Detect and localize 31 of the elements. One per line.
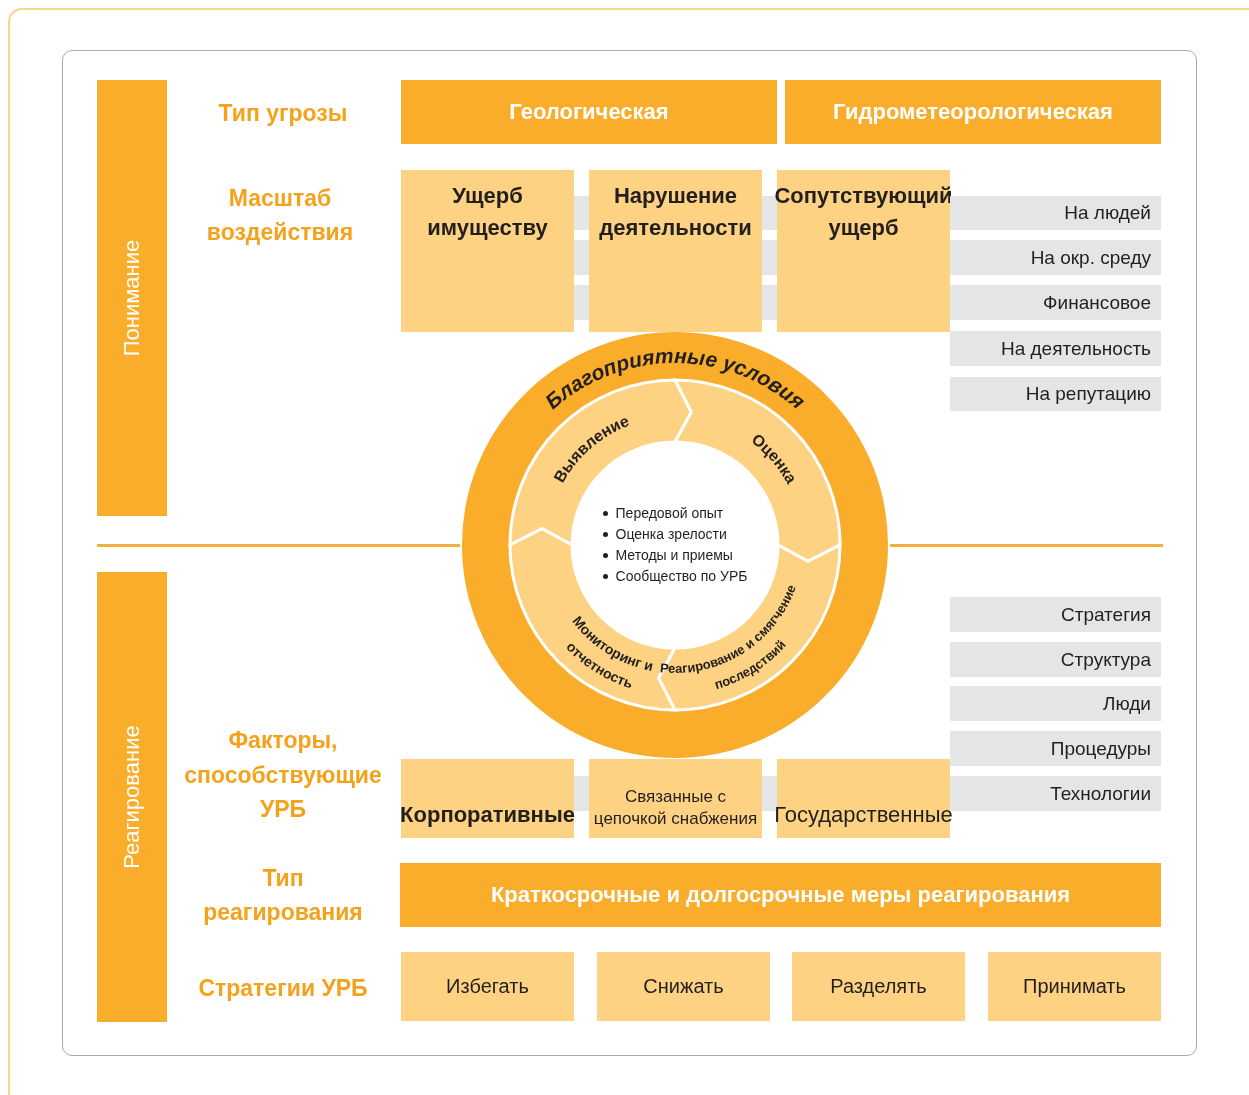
category-strip: Стратегия [950,597,1161,632]
category-strip: Структура [950,642,1161,677]
row-label: Масштаб воздействия [205,183,355,247]
category-column: Сопутствующий ущерб [777,170,950,332]
strategy-box: Разделять [792,952,965,1021]
category-column: Нарушение деятельности [589,170,762,332]
strategy-box: Принимать [988,952,1161,1021]
section-label: Понимание [119,239,145,357]
row-label: Тип реагирования [202,863,364,927]
row-label: Тип угрозы [217,98,349,128]
category-bar: Гидрометеорологическая [785,80,1161,144]
category-column: Связанные с цепочкой снабжения [589,759,762,838]
category-strip: Технологии [950,776,1161,811]
row-label: Стратегии УРБ [197,973,369,1003]
section-label: Реагирование [119,725,145,869]
category-strip: Финансовое [950,285,1161,320]
category-strip: На деятельность [950,331,1161,366]
category-strip: На людей [950,196,1161,230]
category-column: Ущерб имуществу [401,170,574,332]
category-bar: Краткосрочные и долгосрочные меры реагирования [400,863,1161,927]
category-strip: На окр. среду [950,240,1161,275]
category-strip: Процедуры [950,731,1161,766]
category-bar: Геологическая [401,80,777,144]
category-strip: Люди [950,686,1161,721]
strategy-box: Снижать [597,952,770,1021]
category-strip: На репутацию [950,377,1161,411]
section-bar [97,572,167,1022]
section-bar [97,80,167,516]
cycle-ring [462,332,888,758]
row-label: Факторы, способствующие УРБ [183,726,383,825]
strategy-box: Избегать [401,952,574,1021]
